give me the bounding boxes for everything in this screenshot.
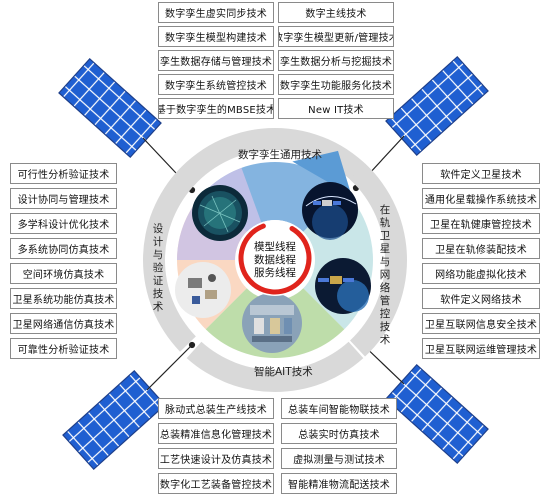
top-left-box: 数字孪生虚实同步技术: [158, 2, 274, 23]
left-box: 可靠性分析验证技术: [10, 338, 117, 359]
bottom-left-box: 数字化工艺装备管控技术: [158, 473, 274, 494]
ring-label-left: 设计与验证技术: [152, 223, 164, 313]
left-box: 多学科设计优化技术: [10, 213, 117, 234]
top-right-box: 数字孪生功能服务化技术: [278, 74, 394, 95]
solar-panel-top-left: [58, 57, 162, 159]
ring-band-right: [350, 163, 408, 357]
right-box: 软件定义网络技术: [422, 288, 540, 309]
top-right-box: 孪生数据分析与挖掘技术: [278, 50, 394, 71]
connector-dot-bl: [188, 341, 196, 349]
top-left-box: 数字孪生模型构建技术: [158, 26, 274, 47]
right-box: 卫星互联网运维管理技术: [422, 338, 540, 359]
left-box: 设计协同与管理技术: [10, 188, 117, 209]
bottom-left-box: 总装精准信息化管理技术: [158, 423, 274, 444]
photo-assembly-workshop: [242, 293, 302, 353]
photo-satellite-components: [175, 262, 231, 318]
center-line-model: 模型线程: [254, 241, 296, 253]
ring-label-right: 在轨卫星与网络管控技术: [379, 204, 391, 346]
ring-band-bottom: [186, 341, 364, 392]
top-right-box: 数字孪生模型更新/管理技术: [278, 26, 394, 47]
ring-band-top: [176, 128, 374, 187]
top-left-box: 数字孪生系统管控技术: [158, 74, 274, 95]
right-box: 网络功能虚拟化技术: [422, 263, 540, 284]
technology-ring: [143, 128, 408, 392]
right-box: 软件定义卫星技术: [422, 163, 540, 184]
left-box: 卫星网络通信仿真技术: [10, 313, 117, 334]
ring-label-bottom: 智能AIT技术: [254, 366, 313, 378]
bottom-right-box: 总装车间智能物联技术: [281, 398, 397, 419]
ring-band-left: [143, 168, 196, 352]
left-box: 卫星系统功能仿真技术: [10, 288, 117, 309]
center-thread-labels: 模型线程 数据线程 服务线程: [244, 241, 306, 280]
right-box: 卫星在轨健康管控技术: [422, 213, 540, 234]
photo-satellite-space: [315, 258, 371, 314]
photo-satellite-orbit: [302, 182, 358, 240]
left-box: 多系统协同仿真技术: [10, 238, 117, 259]
right-box: 通用化星载操作系统技术: [422, 188, 540, 209]
solar-panel-bottom-left: [62, 369, 166, 471]
bottom-right-box: 虚拟测量与测试技术: [281, 448, 397, 469]
top-right-box: New IT技术: [278, 98, 394, 119]
ring-label-top: 数字孪生通用技术: [238, 149, 322, 161]
center-line-data: 数据线程: [254, 254, 296, 266]
top-left-box: 孪生数据存储与管理技术: [158, 50, 274, 71]
right-box: 卫星在轨修装配技术: [422, 238, 540, 259]
connector-line-bl: [146, 344, 193, 391]
center-line-service: 服务线程: [254, 267, 296, 279]
left-box: 可行性分析验证技术: [10, 163, 117, 184]
photo-earth-network: [192, 185, 248, 241]
left-box: 空间环境仿真技术: [10, 263, 117, 284]
solar-panel-bottom-right: [385, 363, 489, 465]
solar-panel-top-right: [385, 55, 489, 157]
bottom-right-box: 总装实时仿真技术: [281, 423, 397, 444]
top-right-box: 数字主线技术: [278, 2, 394, 23]
center-red-arc: [238, 223, 312, 295]
center-thread-circle: [237, 220, 313, 296]
right-box: 卫星互联网信息安全技术: [422, 313, 540, 334]
bottom-right-box: 智能精准物流配送技术: [281, 473, 397, 494]
bottom-left-box: 工艺快速设计及仿真技术: [158, 448, 274, 469]
top-left-box: 基于数字孪生的MBSE技术: [158, 98, 274, 119]
bottom-left-box: 脉动式总装生产线技术: [158, 398, 274, 419]
